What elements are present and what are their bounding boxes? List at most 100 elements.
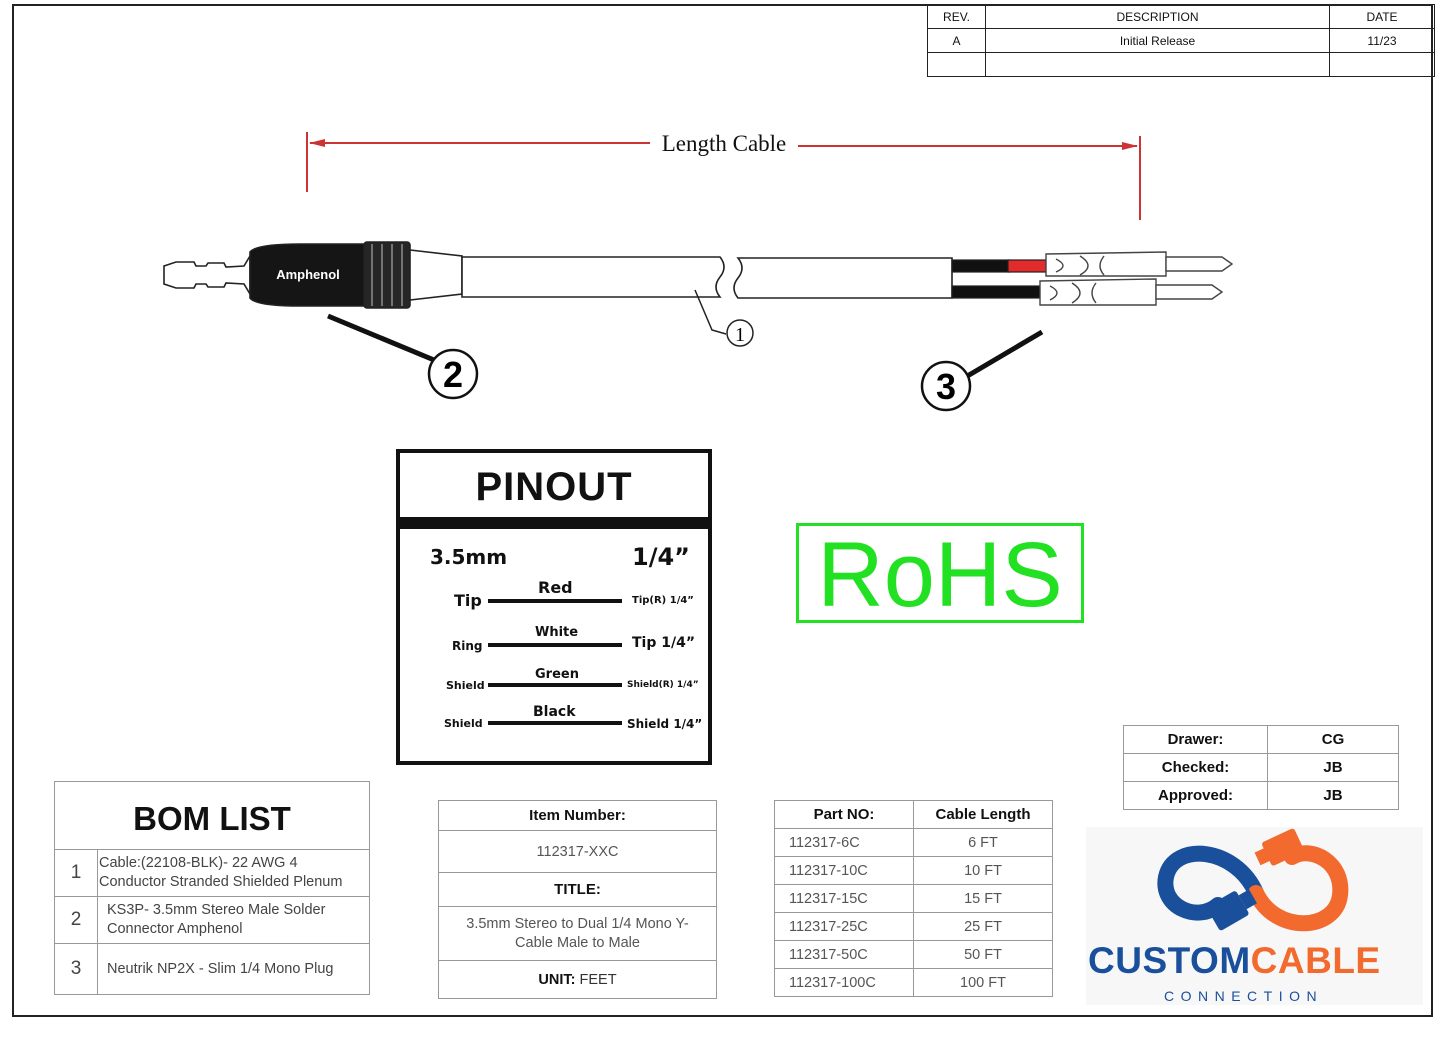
pin-left-ring: Ring — [452, 639, 483, 653]
length-cell: 6 FT — [913, 828, 1053, 857]
description-header: DESCRIPTION — [985, 4, 1330, 29]
pin-left-shield-2: Shield — [444, 717, 483, 730]
length-cell: 50 FT — [913, 940, 1053, 969]
drawer-value: CG — [1267, 725, 1399, 754]
cable-drawing: Length Cable Amphenol 1 2 3 — [163, 131, 1234, 412]
wire-line-red — [488, 599, 622, 603]
bom-row-number: 2 — [55, 897, 98, 943]
item-title-box: Item Number: 112317-XXC TITLE: 3.5mm Ste… — [438, 800, 717, 999]
length-cable-label: Length Cable — [662, 131, 787, 156]
length-cell: 25 FT — [913, 912, 1053, 941]
wire-color-white: White — [535, 625, 579, 640]
pinout-left-header: 3.5mm — [430, 545, 508, 569]
part-no-cell: 112317-50C — [774, 940, 914, 969]
pin-right-shield: Shield 1/4” — [627, 717, 703, 731]
bom-row-text: KS3P- 3.5mm Stereo Male Solder Connector… — [107, 902, 326, 937]
quarter-inch-plugs — [1039, 251, 1234, 306]
split-conductors — [951, 259, 1047, 299]
cable-length-header: Cable Length — [913, 800, 1053, 829]
callout-2-circle — [427, 348, 479, 400]
cable-body — [461, 256, 953, 299]
length-cell: 15 FT — [913, 884, 1053, 913]
table-row: Checked:JB — [1123, 753, 1399, 782]
checked-label: Checked: — [1123, 753, 1268, 782]
dimension-arrow-left — [309, 139, 325, 147]
bom-row-number: 3 — [55, 944, 98, 994]
pin-right-shield-r: Shield(R) 1/4” — [627, 680, 699, 690]
logo-subtitle: CONNECTION — [1164, 988, 1324, 1004]
logo-word-custom: CUSTOM — [1088, 940, 1251, 981]
pinout-box: PINOUT 3.5mm 1/4” Tip Red Tip(R) 1/4” Ri… — [396, 449, 712, 765]
callout-1-circle — [726, 319, 754, 347]
revision-table: REV. DESCRIPTION DATE A Initial Release … — [927, 4, 1435, 77]
date-header: DATE — [1329, 4, 1435, 29]
unit-row: UNIT: FEET — [439, 961, 716, 998]
title-value: 3.5mm Stereo to Dual 1/4 Mono Y-Cable Ma… — [439, 907, 716, 961]
date-value: 11/23 — [1329, 28, 1435, 53]
wire-line-white — [488, 643, 622, 647]
callout-2-number: 2 — [443, 354, 463, 395]
table-row: Drawer:CG — [1123, 725, 1399, 754]
pin-right-tip-r: Tip(R) 1/4” — [632, 595, 694, 606]
callout-3-circle — [920, 360, 972, 412]
bom-list: BOM LIST 1 Cable:(22108-BLK)- 22 AWG 4 C… — [54, 781, 370, 995]
part-no-cell: 112317-100C — [774, 968, 914, 997]
amphenol-brand-label: Amphenol — [276, 267, 340, 282]
wire-line-black — [488, 721, 622, 725]
approved-value: JB — [1267, 781, 1399, 810]
approved-label: Approved: — [1123, 781, 1268, 810]
pinout-right-header: 1/4” — [632, 543, 690, 571]
company-logo: CUSTOMCABLE CONNECTION — [1086, 827, 1423, 1005]
table-row: Approved:JB — [1123, 781, 1399, 810]
bom-row: 1 Cable:(22108-BLK)- 22 AWG 4 Conductor … — [55, 850, 369, 897]
rohs-mark: RoHS — [796, 523, 1084, 624]
part-no-cell: 112317-15C — [774, 884, 914, 913]
pin-left-shield-1: Shield — [446, 679, 485, 692]
callout-3-leader — [962, 329, 1044, 381]
part-no-cell: 112317-6C — [774, 828, 914, 857]
bom-row-number: 1 — [55, 850, 98, 896]
bom-title: BOM LIST — [55, 782, 369, 850]
wire-color-black: Black — [533, 704, 576, 720]
signoff-table: Drawer:CG Checked:JB Approved:JB — [1123, 725, 1399, 810]
title-label: TITLE: — [439, 873, 716, 907]
logo-wordmark: CUSTOMCABLE — [1088, 940, 1381, 982]
pin-right-tip: Tip 1/4” — [632, 635, 696, 651]
pinout-title: PINOUT — [400, 453, 708, 521]
wire-color-red: Red — [538, 578, 573, 597]
part-no-cell: 112317-10C — [774, 856, 914, 885]
pinout-title-band — [400, 521, 708, 529]
stereo-plug-connector — [163, 241, 463, 309]
wire-line-green — [488, 683, 622, 687]
callout-2-leader — [327, 313, 435, 363]
logo-word-cable: CABLE — [1250, 940, 1381, 981]
pin-left-tip: Tip — [454, 591, 482, 610]
bom-row-text: Neutrik NP2X - Slim 1/4 Mono Plug — [107, 960, 334, 977]
unit-label: UNIT: — [538, 971, 576, 988]
drawer-label: Drawer: — [1123, 725, 1268, 754]
bom-row: 2 KS3P- 3.5mm Stereo Male Solder Connect… — [55, 897, 369, 944]
callout-1-number: 1 — [735, 324, 745, 346]
checked-value: JB — [1267, 753, 1399, 782]
bom-row-text: Cable:(22108-BLK)- 22 AWG 4 Conductor St… — [99, 855, 343, 890]
wire-color-green: Green — [535, 667, 579, 682]
bom-row: 3 Neutrik NP2X - Slim 1/4 Mono Plug — [55, 944, 369, 994]
dimension-arrow-right — [1122, 142, 1138, 150]
cable-loop-icon — [1157, 828, 1349, 932]
callout-3-number: 3 — [936, 366, 956, 407]
drawing-frame — [12, 4, 1433, 1017]
length-cell: 100 FT — [913, 968, 1053, 997]
item-number-label: Item Number: — [439, 801, 716, 831]
callout-1-leader — [694, 289, 727, 335]
item-number-value: 112317-XXC — [439, 831, 716, 873]
part-no-header: Part NO: — [774, 800, 914, 829]
part-no-cell: 112317-25C — [774, 912, 914, 941]
unit-value: FEET — [579, 971, 617, 988]
